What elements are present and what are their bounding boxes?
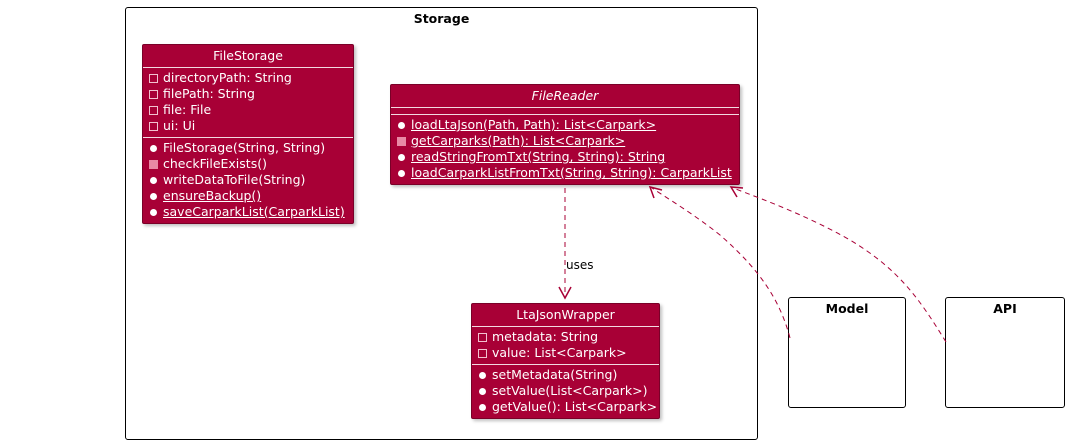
storage-package-title: Storage [413,11,470,26]
method-row: saveCarparkList(CarparkList) [143,204,353,220]
public-visibility-icon [398,121,405,129]
file-reader-methods: loadLtaJson(Path, Path): List<Carpark> g… [391,115,739,184]
file-reader-class[interactable]: FileReader loadLtaJson(Path, Path): List… [390,84,740,185]
public-visibility-icon [479,387,486,395]
field-row: metadata: String [472,329,659,345]
file-storage-class[interactable]: FileStorage directoryPath: String filePa… [142,44,354,224]
method-row: loadCarparkListFromTxt(String, String): … [391,165,739,181]
public-visibility-icon [398,169,405,177]
private-visibility-icon [478,348,487,358]
method-row: checkFileExists() [143,156,353,172]
field-row: file: File [143,102,353,118]
method-row: FileStorage(String, String) [143,140,353,156]
uses-label: uses [566,258,594,272]
public-visibility-icon [150,176,157,184]
private-visibility-icon [149,121,158,131]
method-row: setValue(List<Carpark>) [472,383,659,399]
method-row: setMetadata(String) [472,367,659,383]
public-visibility-icon [398,153,405,161]
api-dependency-line [732,187,947,343]
model-arrow-head [648,185,663,199]
api-package[interactable]: API [945,297,1065,408]
field-row: directoryPath: String [143,70,353,86]
private-visibility-icon [149,73,158,83]
method-row: loadLtaJson(Path, Path): List<Carpark> [391,117,739,133]
model-dependency-line [651,187,791,339]
file-storage-fields: directoryPath: String filePath: String f… [143,68,353,137]
method-row: getValue(): List<Carpark> [472,399,659,415]
method-row: ensureBackup() [143,188,353,204]
model-package-title: Model [825,301,869,316]
public-visibility-icon [479,371,486,379]
method-row: writeDataToFile(String) [143,172,353,188]
model-package[interactable]: Model [788,297,906,408]
lta-json-wrapper-methods: setMetadata(String) setValue(List<Carpar… [472,365,659,418]
field-row: filePath: String [143,86,353,102]
lta-json-wrapper-class[interactable]: LtaJsonWrapper metadata: String value: L… [471,303,660,419]
field-row: ui: Ui [143,118,353,134]
api-arrow-head [729,186,744,198]
lta-json-wrapper-fields: metadata: String value: List<Carpark> [472,327,659,364]
uses-arrow-head [558,286,572,300]
method-row: getCarparks(Path): List<Carpark> [391,133,739,149]
private-visibility-icon [149,159,158,169]
private-visibility-icon [149,105,158,115]
public-visibility-icon [150,192,157,200]
file-reader-class-name: FileReader [531,88,599,103]
private-visibility-icon [397,136,406,146]
public-visibility-icon [150,208,157,216]
field-row: value: List<Carpark> [472,345,659,361]
lta-json-wrapper-class-name: LtaJsonWrapper [516,307,615,322]
private-visibility-icon [149,89,158,99]
api-package-title: API [993,301,1017,316]
public-visibility-icon [479,403,486,411]
method-row: readStringFromTxt(String, String): Strin… [391,149,739,165]
file-storage-methods: FileStorage(String, String) checkFileExi… [143,138,353,223]
public-visibility-icon [150,144,157,152]
private-visibility-icon [478,332,487,342]
file-storage-class-name: FileStorage [213,48,283,63]
